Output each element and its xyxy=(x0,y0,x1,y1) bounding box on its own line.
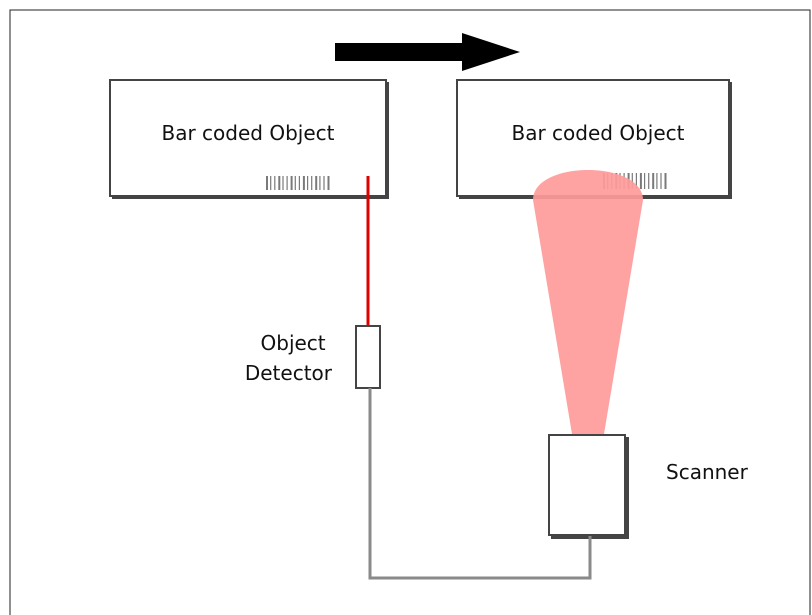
barcode-bar xyxy=(282,176,284,190)
barcode-bar xyxy=(311,176,313,190)
object-detector-box xyxy=(355,325,381,389)
barcode-bar xyxy=(660,173,662,189)
barcode-bar xyxy=(631,173,633,189)
barcode-bar xyxy=(274,176,276,190)
barcode-bar xyxy=(270,176,272,190)
barcode-bar xyxy=(327,176,330,190)
object-detector-label-line-1: Object xyxy=(261,331,326,355)
barcode-bar xyxy=(315,176,318,190)
barcode-bar xyxy=(644,173,646,189)
barcode-bar xyxy=(648,173,650,189)
barcode-bar xyxy=(664,173,667,189)
barcode-bar xyxy=(290,176,293,190)
barcode-bar xyxy=(298,176,300,190)
conveyor-direction-arrow-icon xyxy=(335,33,520,71)
object-detector-label: Object Detector xyxy=(245,331,333,385)
barcode-bar xyxy=(656,173,658,189)
barcode-bar xyxy=(635,173,637,189)
barcode-bar xyxy=(266,176,268,190)
barcode-bar xyxy=(639,173,642,189)
detector-to-scanner-cable xyxy=(368,388,592,580)
left-object-label: Bar coded Object xyxy=(162,121,335,145)
barcode-bar xyxy=(294,176,296,190)
scanner-box xyxy=(548,434,626,536)
barcode-bar xyxy=(286,176,288,190)
barcode-bar xyxy=(307,176,309,190)
right-object-label: Bar coded Object xyxy=(512,121,685,145)
left-barcode-icon xyxy=(266,176,330,190)
barcode-bar xyxy=(319,176,321,190)
barcode-bar xyxy=(302,176,305,190)
barcode-bar xyxy=(278,176,281,190)
scanner-label: Scanner xyxy=(666,460,749,484)
left-object-box xyxy=(109,79,387,197)
barcode-bar xyxy=(323,176,325,190)
barcode-bar xyxy=(652,173,655,189)
object-detector-label-line-2: Detector xyxy=(245,361,333,385)
scan-beam xyxy=(533,170,643,434)
